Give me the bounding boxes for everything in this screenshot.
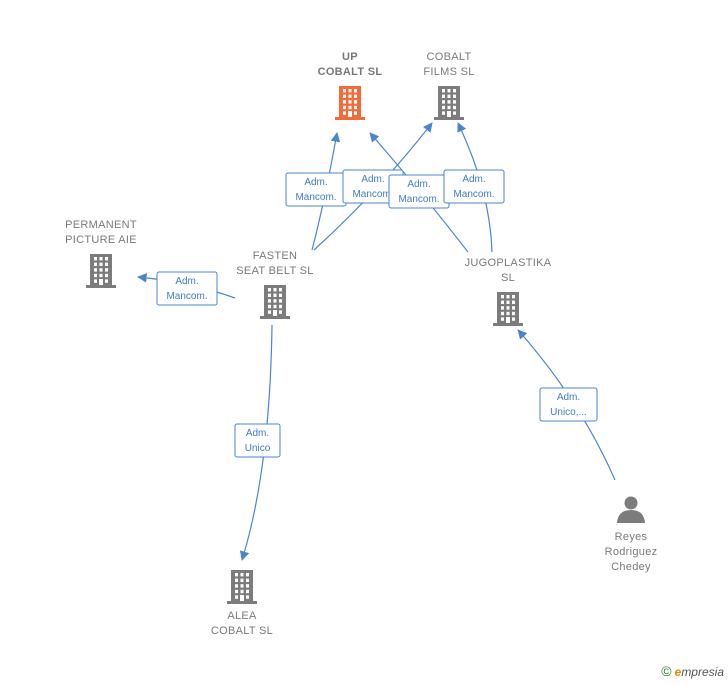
node-label-line: Rodriguez (605, 546, 658, 558)
edge-label[interactable]: Adm. Mancom. (156, 271, 218, 306)
node-label-line: Reyes (615, 531, 648, 543)
node-label-line: ALEA (227, 610, 257, 622)
edge-label[interactable]: Adm. Unico,... (539, 387, 598, 422)
node-label-line: PERMANENT (65, 219, 137, 231)
node-label-line: JUGOPLASTIKA (465, 257, 552, 269)
node-label-line: COBALT SL (318, 66, 383, 78)
edge-label-line: Adm. (557, 392, 580, 403)
edge-label-line: Mancom. (453, 189, 494, 200)
building-icon (260, 285, 290, 319)
edge-label-line: Mancom. (398, 194, 439, 205)
edge-label-line: Unico,... (550, 407, 587, 418)
node-permanent-picture[interactable]: PERMANENT PICTURE AIE (65, 219, 137, 288)
person-icon (617, 496, 645, 523)
edge-label-box (156, 271, 218, 306)
building-icon (493, 292, 523, 326)
edge-label-line: Adm. (407, 179, 430, 190)
edge-label-line: Adm. (175, 276, 198, 287)
node-label-line: COBALT (427, 51, 472, 63)
node-cobalt-films[interactable]: COBALT FILMS SL (423, 51, 474, 120)
edge-label[interactable]: Adm. Mancom. (342, 169, 404, 204)
building-icon (335, 86, 365, 120)
node-fasten-seat-belt[interactable]: FASTEN SEAT BELT SL (236, 250, 313, 319)
node-label-line: FASTEN (253, 250, 298, 262)
node-label-line: SEAT BELT SL (236, 265, 313, 277)
building-icon (227, 570, 257, 604)
edge-label[interactable]: Adm. Mancom. (443, 169, 505, 204)
edge-label-box (539, 387, 598, 422)
node-label-line: Chedey (611, 561, 651, 573)
edge-label-line: Mancom. (352, 189, 393, 200)
edge-label-line: Adm. (462, 174, 485, 185)
empresia-logo: ©empresia (661, 663, 724, 679)
node-alea-cobalt[interactable]: ALEA COBALT SL (211, 570, 273, 637)
edge-label-line: Adm. (246, 428, 269, 439)
edge-label-line: Unico (245, 443, 271, 454)
edge-label[interactable]: Adm. Mancom. (285, 172, 347, 207)
edge-label-line: Adm. (361, 174, 384, 185)
node-label-line: SL (501, 272, 515, 284)
copyright-icon: © (661, 663, 672, 679)
edge-label[interactable]: Adm. Unico (234, 423, 281, 458)
node-label-line: COBALT SL (211, 625, 273, 637)
edge-label-line: Mancom. (295, 192, 336, 203)
building-icon (86, 254, 116, 288)
node-jugoplastika[interactable]: JUGOPLASTIKA SL (465, 257, 552, 326)
node-label-line: FILMS SL (423, 66, 474, 78)
edge-label-line: Adm. (304, 177, 327, 188)
edge-label[interactable]: Adm. Mancom. (388, 174, 450, 209)
edge-label-line: Mancom. (166, 291, 207, 302)
node-label-line: UP (342, 51, 358, 63)
building-icon (434, 86, 464, 120)
edge-label-box (234, 423, 281, 458)
node-label-line: PICTURE AIE (65, 234, 137, 246)
node-up-cobalt[interactable]: UP COBALT SL (318, 51, 383, 120)
edge-label-box (443, 169, 505, 204)
